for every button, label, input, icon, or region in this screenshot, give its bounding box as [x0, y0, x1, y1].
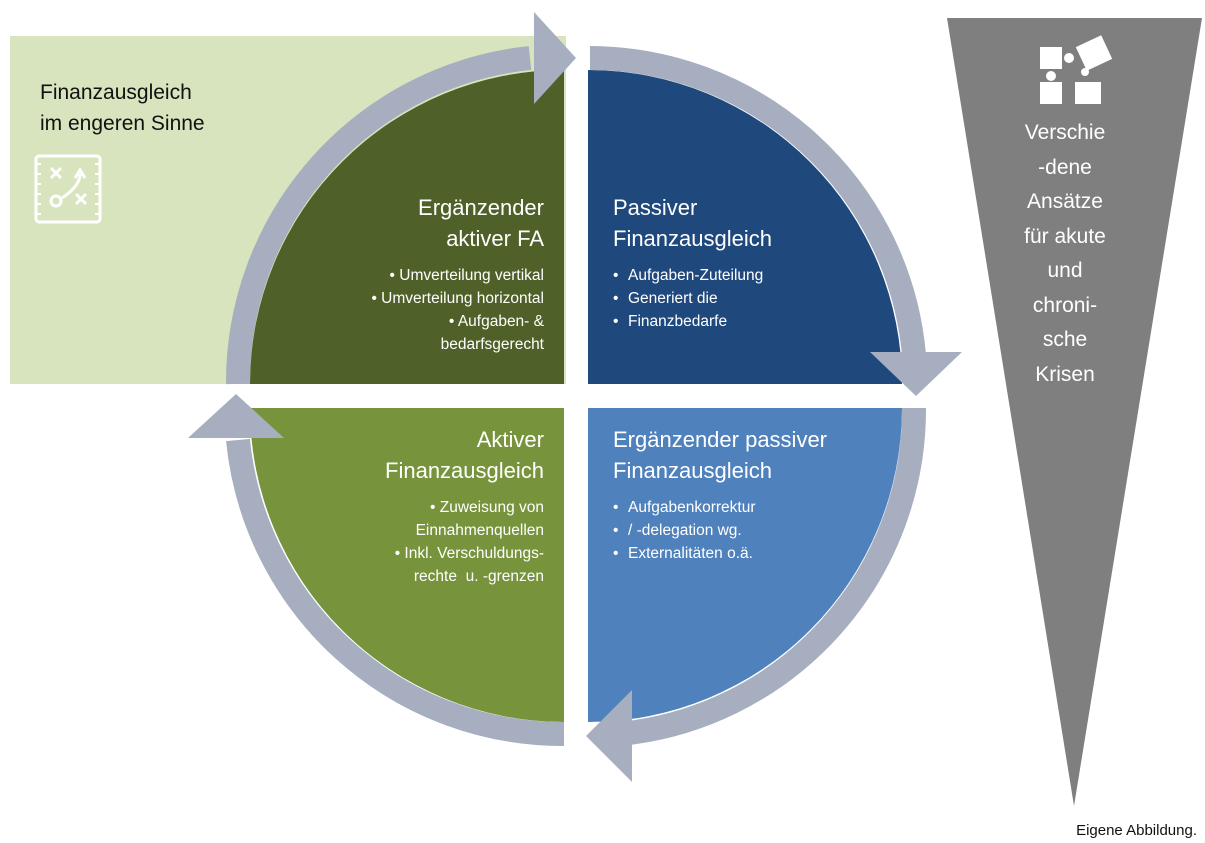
title-line: Finanzausgleich — [613, 226, 772, 251]
puzzle-icon — [1040, 35, 1113, 104]
quadrant-bottom-right — [588, 408, 902, 722]
source-note: Eigene Abbildung. — [1076, 822, 1197, 839]
bullet-item: rechte u. -grenzen — [413, 568, 544, 585]
wedge-line: Krisen — [1035, 362, 1095, 386]
wedge-line: -dene — [1038, 155, 1092, 179]
strategy-board-icon — [34, 154, 102, 224]
title-line: Passiver — [613, 195, 698, 220]
bullet-item: • Umverteilung vertikal — [389, 267, 544, 284]
quadrant-bottom-left-title: Aktiver Finanzausgleich — [330, 424, 544, 486]
bullet-item: Aufgabenkorrektur — [613, 496, 853, 519]
arrowhead-top-right — [870, 352, 962, 396]
bullet-item: Aufgaben-Zuteilung — [613, 264, 853, 287]
bullet-item: • Inkl. Verschuldungs- — [394, 545, 544, 562]
quadrant-bottom-right-bullets: Aufgabenkorrektur / -delegation wg. Exte… — [613, 496, 853, 565]
bullet-item: bedarfsgerecht — [440, 336, 544, 353]
wedge-line: Verschie — [1024, 121, 1106, 144]
quadrant-top-right-bullets: Aufgaben-Zuteilung Generiert die Finanzb… — [613, 264, 853, 333]
bullet-item: Externalitäten o.ä. — [613, 542, 853, 565]
quadrant-top-right-title: Passiver Finanzausgleich — [613, 192, 853, 254]
title-line: Ergänzender — [418, 195, 544, 220]
arrowhead-bottom-right — [586, 690, 632, 782]
title-line: Finanzausgleich — [385, 458, 544, 483]
context-label-line1: Finanzausgleich — [40, 81, 192, 104]
wedge-line: chroni- — [1032, 293, 1098, 317]
quadrant-top-left-title: Ergänzender aktiver FA — [350, 192, 544, 254]
quadrant-bottom-left — [250, 408, 564, 722]
wedge-line: Ansätze — [1027, 190, 1103, 213]
bullet-item: Finanzbedarfe — [613, 310, 853, 333]
arrowhead-bottom-left — [188, 394, 284, 438]
wedge-text: Verschie -dene Ansätze für akute und chr… — [1010, 116, 1120, 392]
bullet-item: • Umverteilung horizontal — [371, 290, 544, 307]
bullet-item: Einnahmenquellen — [415, 522, 544, 539]
wedge-line: für akute — [1024, 224, 1106, 248]
title-line: Finanzausgleich — [613, 458, 772, 483]
context-label-line2: im engeren Sinne — [40, 112, 205, 135]
quadrant-bottom-left-bullets: • Zuweisung von Einnahmenquellen • Inkl.… — [300, 496, 544, 588]
arrow-bottom-left — [226, 438, 565, 747]
wedge-line: sche — [1042, 328, 1088, 351]
quadrant-top-left-bullets: • Umverteilung vertikal • Umverteilung h… — [300, 264, 544, 356]
arrow-top-right — [589, 46, 926, 357]
wedge-line: und — [1047, 259, 1083, 282]
context-box-label: Finanzausgleich im engeren Sinne — [40, 77, 205, 139]
arrow-top-left — [225, 46, 532, 385]
title-line: Aktiver — [476, 427, 544, 452]
bullet-item: • Zuweisung von — [430, 499, 544, 516]
arrowhead-top-left — [534, 12, 576, 104]
crisis-wedge — [947, 18, 1202, 806]
quadrant-bottom-right-title: Ergänzender passiver Finanzausgleich — [613, 424, 873, 486]
quadrant-top-left — [250, 70, 564, 384]
arrow-bottom-right — [618, 407, 927, 746]
bullet-item: / -delegation wg. — [613, 519, 853, 542]
bullet-item: Generiert die — [613, 287, 853, 310]
title-line: aktiver FA — [446, 226, 544, 251]
title-line: Ergänzender passiver — [613, 427, 828, 452]
bullet-item: • Aufgaben- & — [448, 313, 544, 330]
